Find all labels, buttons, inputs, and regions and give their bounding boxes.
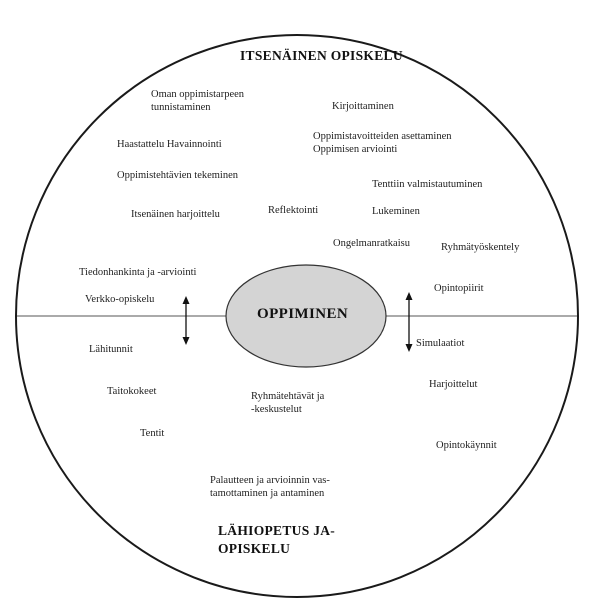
label-reflektointi: Reflektointi [268, 205, 319, 216]
label-simulaatiot: Simulaatiot [416, 338, 465, 349]
label-lukeminen: Lukeminen [372, 206, 420, 217]
label-oman-line2: tunnistaminen [151, 102, 211, 113]
label-palautteen-line2: tamottaminen ja antaminen [210, 488, 325, 499]
label-tavoitteet-line1: Oppimistavoitteiden asettaminen [313, 131, 452, 142]
label-tiedonhankinta: Tiedonhankinta ja -arviointi [79, 267, 197, 278]
center-label: OPPIMINEN [257, 306, 349, 322]
top-title: ITSENÄINEN OPISKELU [240, 48, 403, 63]
label-haastattelu: Haastattelu Havainnointi [117, 139, 222, 150]
center-ellipse [225, 264, 387, 368]
label-lahitunnit: Lähitunnit [89, 344, 133, 355]
label-kirjoittaminen: Kirjoittaminen [332, 101, 394, 112]
label-ryhmatyo: Ryhmätyöskentely [441, 242, 520, 253]
label-tehtavien: Oppimistehtävien tekeminen [117, 170, 239, 181]
label-tenttiin: Tenttiin valmistautuminen [372, 179, 483, 190]
left-double-arrow [182, 296, 190, 345]
label-harjoittelu: Itsenäinen harjoittelu [131, 209, 220, 220]
label-ryhmatehtavat-line2: -keskustelut [251, 404, 302, 415]
label-tentit: Tentit [140, 428, 165, 439]
label-palautteen-line1: Palautteen ja arvioinnin vas- [210, 475, 330, 486]
bottom-title-line2: OPISKELU [218, 541, 291, 556]
label-opintopiirit: Opintopiirit [434, 283, 484, 294]
right-double-arrow [405, 292, 413, 352]
label-harjoittelut: Harjoittelut [429, 379, 478, 390]
label-oman-line1: Oman oppimistarpeen [151, 89, 245, 100]
bottom-title-line1: LÄHIOPETUS JA- [218, 523, 336, 538]
label-opintokaynnit: Opintokäynnit [436, 440, 497, 451]
label-taitokokeet: Taitokokeet [107, 386, 157, 397]
label-ryhmatehtavat-line1: Ryhmätehtävät ja [251, 391, 325, 402]
label-tavoitteet-line2: Oppimisen arviointi [313, 144, 398, 155]
label-verkko: Verkko-opiskelu [85, 294, 155, 305]
label-ongelmanratkaisu: Ongelmanratkaisu [333, 238, 410, 249]
